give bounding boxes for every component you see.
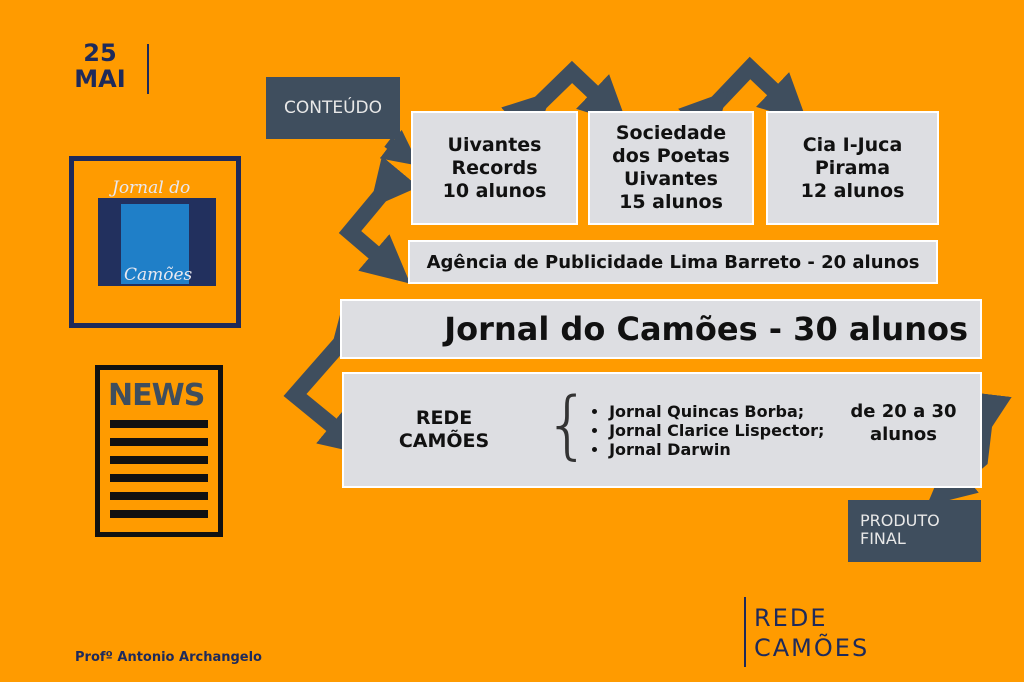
produto-label: PRODUTO bbox=[860, 511, 940, 530]
news-icon bbox=[95, 365, 223, 537]
conteudo-label: CONTEÚDO bbox=[283, 98, 382, 118]
news-line bbox=[110, 474, 208, 482]
box-text: Records bbox=[451, 156, 538, 179]
box-text: Pirama bbox=[814, 156, 891, 179]
brand-text: CAMÕES bbox=[754, 634, 870, 662]
rede-count: de 20 a 30 bbox=[850, 401, 957, 422]
rede-count: alunos bbox=[869, 424, 937, 445]
brace-icon: { bbox=[544, 381, 592, 468]
box-text: 15 alunos bbox=[619, 191, 723, 213]
box-text: Uivantes bbox=[447, 133, 542, 156]
box-text: Cia I-Juca bbox=[802, 133, 903, 156]
box-text: dos Poetas bbox=[612, 145, 730, 167]
box-agencia: Agência de Publicidade Lima Barreto - 20… bbox=[408, 240, 938, 284]
box-text: Jornal do Camões - 30 alunos bbox=[444, 309, 968, 348]
box-jornal: Jornal do Camões - 30 alunos bbox=[340, 299, 982, 359]
arrow-conteudo bbox=[379, 129, 420, 166]
camoes-portrait-icon bbox=[121, 204, 189, 284]
box-text: Sociedade bbox=[615, 122, 727, 144]
box-text: Agência de Publicidade Lima Barreto - 20… bbox=[426, 251, 920, 273]
arrow-records-agencia bbox=[338, 156, 419, 284]
rede-title: REDE bbox=[415, 407, 473, 429]
arrow-sociedade-cia bbox=[678, 56, 808, 142]
logo-text: Camões bbox=[124, 265, 193, 285]
date-month: MAI bbox=[74, 65, 126, 93]
rede-title: CAMÕES bbox=[398, 430, 490, 452]
author: Profº Antonio Archangelo bbox=[75, 650, 262, 665]
produto-label: FINAL bbox=[860, 529, 906, 548]
list-item: Jornal Quincas Borba; bbox=[609, 402, 824, 421]
box-text: 10 alunos bbox=[442, 179, 547, 202]
conteudo-tag: CONTEÚDO bbox=[266, 77, 400, 139]
news-line bbox=[110, 510, 208, 518]
news-line bbox=[110, 492, 208, 500]
brand-text: REDE bbox=[754, 604, 828, 632]
logo-text: Jornal do bbox=[112, 178, 191, 198]
news-line bbox=[110, 456, 208, 464]
news-line bbox=[110, 420, 208, 428]
box-text: Uivantes bbox=[624, 168, 718, 190]
arrow-jornal-rede bbox=[283, 304, 379, 456]
rede-list: Jornal Quincas Borba; Jornal Clarice Lis… bbox=[591, 402, 824, 459]
list-item: Jornal Darwin bbox=[609, 440, 824, 459]
list-item: Jornal Clarice Lispector; bbox=[609, 421, 824, 440]
news-icon-label: NEWS bbox=[108, 378, 205, 413]
date-day: 25 bbox=[83, 39, 117, 67]
date-divider bbox=[147, 44, 149, 94]
box-text: 12 alunos bbox=[800, 179, 905, 202]
news-line bbox=[110, 438, 208, 446]
logo-frame bbox=[69, 156, 241, 328]
brand-divider bbox=[744, 597, 746, 667]
date: 25 MAI bbox=[70, 40, 130, 92]
arrow-records-sociedade bbox=[501, 60, 628, 142]
